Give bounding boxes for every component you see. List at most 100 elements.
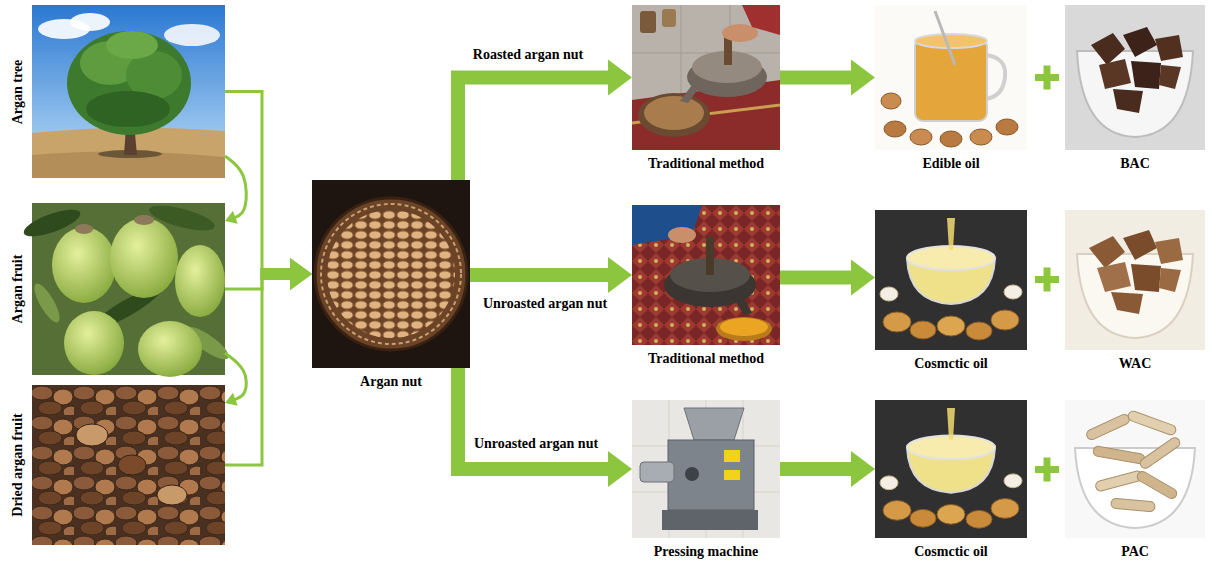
arrow-head	[608, 257, 632, 293]
arrow-shaft	[458, 368, 609, 469]
argan-fruit-photo	[138, 321, 202, 377]
cosmetic-oil-photo	[875, 400, 1027, 538]
argan-tree-photo	[106, 31, 158, 59]
photo-node: Dried argan fruit	[32, 385, 225, 545]
edible-oil-photo	[935, 11, 955, 65]
photo-caption: Edible oil	[922, 156, 979, 172]
arrow-head	[851, 451, 875, 487]
traditional-method-photo	[662, 9, 676, 27]
traditional-method-photo	[632, 5, 780, 150]
dried-argan-fruit-photo	[76, 424, 108, 446]
argan-fruit-photo	[64, 311, 124, 375]
photo-caption: Pressing machine	[654, 544, 758, 560]
arrow-shaft	[225, 274, 262, 465]
edible-oil-photo	[985, 55, 1005, 99]
bac-photo	[1155, 35, 1183, 61]
traditional-method-photo	[720, 318, 768, 336]
arrow-head	[851, 60, 875, 96]
bac-photo	[1131, 61, 1161, 89]
pressing-machine-photo	[632, 400, 780, 538]
arrow-head	[290, 258, 312, 290]
wac-photo	[1097, 262, 1131, 292]
traditional-method-photo	[668, 227, 696, 243]
bac-photo	[1123, 27, 1157, 57]
argan-nut-photo	[312, 180, 470, 368]
traditional-method-photo	[644, 96, 704, 130]
photo-node: Edible oil	[875, 5, 1027, 150]
flow-arrow	[780, 260, 875, 296]
arrow-shaft	[458, 78, 609, 181]
bac-photo	[1113, 89, 1143, 113]
edible-oil-photo	[996, 119, 1018, 135]
argan-tree-photo	[70, 13, 110, 31]
edible-oil-photo	[910, 129, 932, 145]
photo-node: Argan fruit	[32, 203, 225, 375]
argan-fruit-photo	[110, 218, 178, 298]
argan-nut-photo	[327, 210, 455, 338]
arrow-head	[290, 258, 312, 290]
photo-node: Pressing machine	[632, 400, 780, 538]
argan-fruit-photo	[52, 227, 116, 303]
flow-arrow	[225, 92, 312, 291]
wac-photo	[1065, 210, 1205, 350]
arrow-shaft	[470, 268, 609, 282]
arrow-shaft	[780, 71, 852, 85]
traditional-method-photo	[632, 205, 702, 245]
pressing-machine-photo	[684, 408, 744, 440]
argan-fruit-photo	[134, 215, 154, 225]
dried-argan-fruit-photo	[118, 455, 146, 475]
arrow-shaft	[225, 274, 262, 289]
cosmetic-oil-photo	[875, 210, 1027, 350]
arrow-head	[851, 260, 875, 296]
pac-photo	[1065, 400, 1205, 538]
wac-photo	[1159, 268, 1181, 292]
photo-node: PAC	[1065, 400, 1205, 538]
traditional-method-photo	[742, 5, 780, 35]
arrow-shaft	[261, 268, 292, 280]
edible-oil-photo	[915, 34, 987, 48]
wac-photo	[1155, 238, 1183, 264]
photo-caption: Cosmctic oil	[914, 356, 987, 372]
argan-fruit-photo	[75, 224, 93, 234]
flow-arrow	[780, 451, 875, 487]
argan-tree-photo	[67, 31, 191, 135]
wac-photo	[1077, 254, 1193, 338]
bac-photo	[1065, 5, 1205, 150]
flow-arrow	[458, 60, 632, 181]
pressing-machine-photo	[632, 400, 780, 538]
traditional-method-photo	[706, 237, 714, 275]
wac-photo	[1111, 292, 1143, 314]
pressing-machine-photo	[632, 400, 780, 538]
flow-arrow	[225, 353, 246, 406]
dried-argan-fruit-photo	[32, 385, 225, 545]
flow-arrow	[458, 368, 632, 487]
pac-photo	[1127, 410, 1177, 436]
photo-node: Traditional method	[632, 5, 780, 150]
arrow-head	[225, 211, 238, 224]
arrow-label: Unroasted argan nut	[481, 296, 609, 312]
edible-oil-photo	[884, 121, 906, 137]
wac-photo	[1123, 230, 1157, 260]
flow-arrow	[780, 60, 875, 96]
edible-oil-photo	[875, 5, 1027, 150]
arrow-shaft	[261, 268, 292, 280]
pac-photo	[1135, 470, 1178, 501]
edible-oil-photo	[970, 129, 992, 145]
photo-caption: Argan fruit	[10, 255, 26, 324]
plus-sign	[1035, 66, 1059, 482]
pac-photo	[1093, 446, 1146, 465]
pressing-machine-photo	[640, 462, 674, 482]
dried-argan-fruit-photo	[32, 385, 225, 545]
dried-argan-fruit-photo	[32, 385, 225, 545]
bac-photo	[1159, 65, 1181, 89]
traditional-method-photo	[734, 295, 752, 315]
wac-photo	[1131, 264, 1161, 292]
photo-caption: Dried argan fruit	[10, 413, 26, 516]
argan-tree-photo	[86, 91, 170, 127]
plus-sign	[1044, 268, 1051, 292]
traditional-method-photo	[640, 11, 656, 33]
pac-photo	[1095, 470, 1144, 492]
